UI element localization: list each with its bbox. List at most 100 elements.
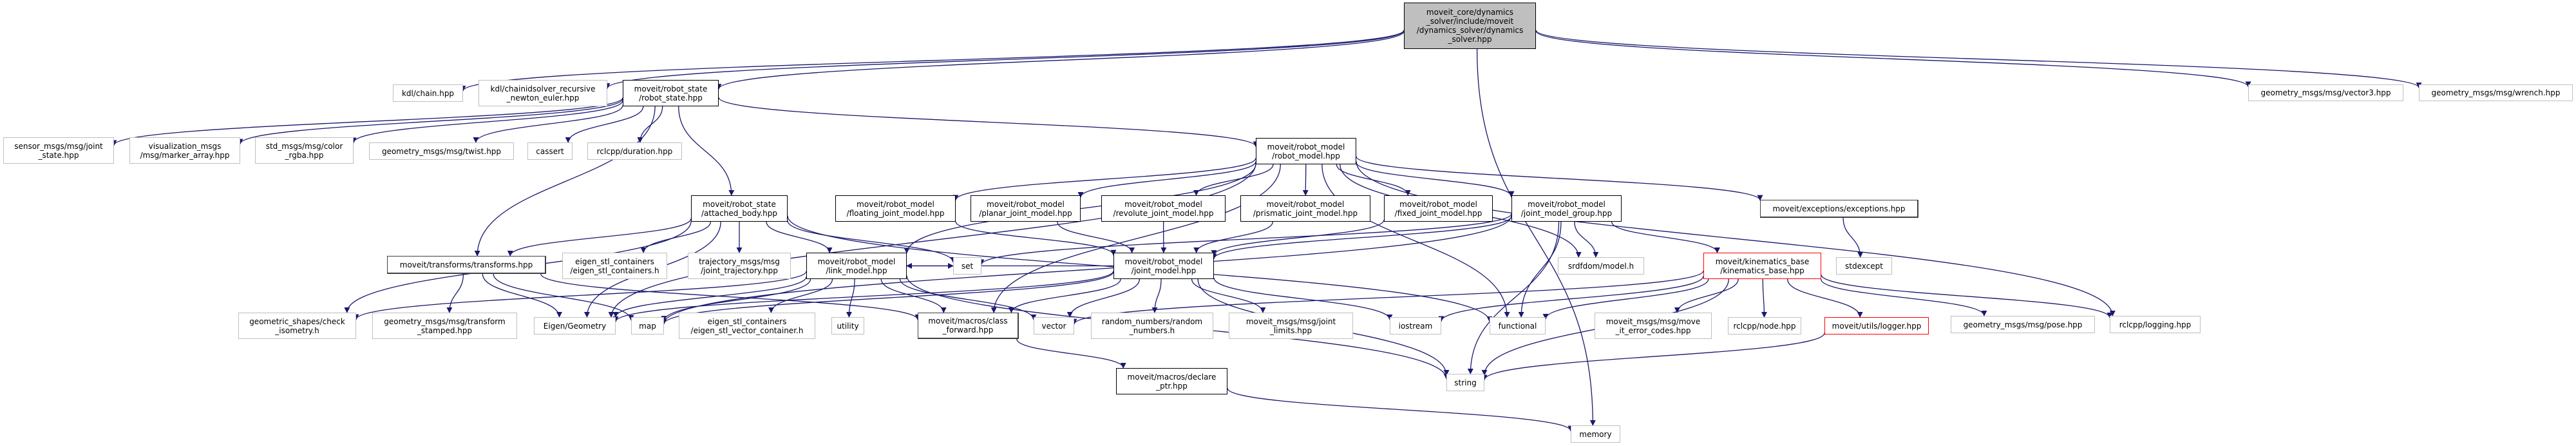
graph-node-eigen-geometry[interactable]: Eigen/Geometry xyxy=(534,317,616,334)
edge-fixed-to-joint_model xyxy=(1211,219,1385,257)
graph-node-cassert[interactable]: cassert xyxy=(527,142,573,160)
graph-node-vector[interactable]: vector xyxy=(1034,317,1074,334)
graph-node-joint-trajectory[interactable]: trajectory_msgs/msg /joint_trajectory.hp… xyxy=(688,253,791,279)
edge-kinematics_base-to-iostream xyxy=(1438,276,1704,322)
node-label: kdl/chain.hpp xyxy=(401,88,455,98)
edge-attached_body-to-link_model xyxy=(766,221,833,253)
graph-node-check-isometry[interactable]: geometric_shapes/check _isometry.h xyxy=(238,313,356,339)
graph-node-joint-model[interactable]: moveit/robot_model /joint_model.hpp xyxy=(1113,253,1214,279)
node-label: moveit/robot_model /fixed_joint_model.hp… xyxy=(1394,199,1482,218)
node-label: geometry_msgs/msg/vector3.hpp xyxy=(2260,88,2391,97)
node-label: moveit/robot_model /joint_model.hpp xyxy=(1124,257,1203,275)
graph-node-class-forward[interactable]: moveit/macros/class _forward.hpp xyxy=(918,313,1019,339)
edge-robot_state-to-std_color xyxy=(350,100,623,144)
edge-transforms-to-transform_stamped xyxy=(446,273,464,313)
graph-node-marker-array[interactable]: visualization_msgs /msg/marker_array.hpp xyxy=(129,137,240,164)
graph-node-revolute-joint-model[interactable]: moveit/robot_model /revolute_joint_model… xyxy=(1101,195,1226,222)
node-label: visualization_msgs /msg/marker_array.hpp xyxy=(140,141,230,160)
graph-node-planar-joint-model[interactable]: moveit/robot_model /planar_joint_model.h… xyxy=(971,195,1081,222)
graph-node-memory[interactable]: memory xyxy=(1571,425,1620,443)
graph-node-floating-joint-model[interactable]: moveit/robot_model /floating_joint_model… xyxy=(835,195,956,222)
graph-node-kinematics-base[interactable]: moveit/kinematics_base /kinematics_base.… xyxy=(1703,253,1821,279)
edge-jmg-to-joint_model xyxy=(1211,216,1512,260)
graph-node-utility[interactable]: utility xyxy=(831,317,864,334)
node-label: moveit/robot_model /revolute_joint_model… xyxy=(1113,199,1214,218)
graph-node-link-model[interactable]: moveit/robot_model /link_model.hpp xyxy=(806,253,907,279)
graph-node-transforms[interactable]: moveit/transforms/transforms.hpp xyxy=(387,256,546,274)
graph-node-joint-limits[interactable]: moveit_msgs/msg/joint _limits.hpp xyxy=(1229,313,1353,339)
edge-jmg-to-map xyxy=(661,215,1512,325)
node-label: geometric_shapes/check _isometry.h xyxy=(249,316,345,335)
graph-node-wrench[interactable]: geometry_msgs/msg/wrench.hpp xyxy=(2419,84,2573,101)
graph-node-declare-ptr[interactable]: moveit/macros/declare _ptr.hpp xyxy=(1116,368,1227,394)
graph-node-kdl-chain[interactable]: kdl/chain.hpp xyxy=(393,84,463,102)
node-label: geometry_msgs/msg/wrench.hpp xyxy=(2431,88,2561,97)
node-label: kdl/chainidsolver_recursive _newton_eule… xyxy=(490,84,596,102)
edge-robot_model-to-floating xyxy=(952,158,1256,201)
graph-node-map[interactable]: map xyxy=(631,317,664,334)
graph-node-srdfdom-model[interactable]: srdfdom/model.h xyxy=(1558,257,1644,275)
edge-robot_state-to-twist xyxy=(473,105,623,143)
node-label: moveit/robot_model /planar_joint_model.h… xyxy=(979,199,1072,218)
graph-node-functional[interactable]: functional xyxy=(1490,317,1546,334)
node-label: random_numbers/random _numbers.h xyxy=(1101,316,1203,335)
graph-node-rclcpp-logging[interactable]: rclcpp/logging.hpp xyxy=(2110,316,2201,333)
node-label: moveit/kinematics_base /kinematics_base.… xyxy=(1715,257,1810,275)
edge-attached_body-to-set xyxy=(787,220,956,263)
graph-node-root-dynamics-solver[interactable]: moveit_core/dynamics _solver/include/mov… xyxy=(1404,3,1536,49)
graph-node-vector3[interactable]: geometry_msgs/msg/vector3.hpp xyxy=(2248,84,2403,101)
node-label: vector xyxy=(1041,321,1066,331)
edge-joint_model-to-iostream xyxy=(1213,277,1393,320)
graph-node-twist[interactable]: geometry_msgs/msg/twist.hpp xyxy=(369,142,514,160)
edge-kinematics_base-to-node xyxy=(1761,278,1767,318)
graph-node-transform-stamped[interactable]: geometry_msgs/msg/transform _stamped.hpp xyxy=(372,313,517,339)
edge-kinematics_base-to-functional xyxy=(1542,278,1709,320)
edge-kinematics_base-to-logger xyxy=(1786,278,1863,318)
node-label: moveit_msgs/msg/move _it_error_codes.hpp xyxy=(1605,316,1701,335)
graph-node-set[interactable]: set xyxy=(953,257,981,275)
edge-joint_model-to-joint_limits xyxy=(1191,278,1266,313)
graph-node-rclcpp-duration[interactable]: rclcpp/duration.hpp xyxy=(587,142,682,160)
graph-node-sensor-joint-state[interactable]: sensor_msgs/msg/joint _state.hpp xyxy=(3,137,114,164)
graph-node-logger[interactable]: moveit/utils/logger.hpp xyxy=(1824,317,1929,334)
graph-node-rclcpp-node[interactable]: rclcpp/node.hpp xyxy=(1728,317,1801,334)
graph-node-move-it-error-codes[interactable]: moveit_msgs/msg/move _it_error_codes.hpp xyxy=(1595,313,1712,339)
graph-node-prismatic-joint-model[interactable]: moveit/robot_model /prismatic_joint_mode… xyxy=(1240,195,1370,222)
node-label: moveit_core/dynamics _solver/include/mov… xyxy=(1416,8,1524,44)
graph-node-attached-body[interactable]: moveit/robot_state /attached_body.hpp xyxy=(691,195,788,222)
graph-node-joint-model-group[interactable]: moveit/robot_model /joint_model_group.hp… xyxy=(1511,195,1622,222)
graph-node-eigen-vector-container[interactable]: eigen_stl_containers /eigen_stl_vector_c… xyxy=(679,313,815,339)
edge-kinematics_base-to-logging xyxy=(1821,274,2113,318)
node-label: memory xyxy=(1579,429,1612,439)
graph-node-exceptions[interactable]: moveit/exceptions/exceptions.hpp xyxy=(1760,200,1918,218)
graph-node-string[interactable]: string xyxy=(1446,374,1484,391)
edge-link_model-to-eigen_geom xyxy=(612,276,807,318)
node-label: moveit/exceptions/exceptions.hpp xyxy=(1772,204,1906,213)
edge-robot_model-to-functional xyxy=(1321,164,1510,318)
graph-node-pose[interactable]: geometry_msgs/msg/pose.hpp xyxy=(1951,316,2095,333)
graph-node-fixed-joint-model[interactable]: moveit/robot_model /fixed_joint_model.hp… xyxy=(1384,195,1493,222)
edge-root-to-memory xyxy=(1476,48,1596,426)
edge-robot_model-to-revolute xyxy=(1193,164,1274,196)
node-label: geometry_msgs/msg/pose.hpp xyxy=(1963,320,2083,329)
node-label: moveit/macros/class _forward.hpp xyxy=(928,316,1008,334)
graph-node-kdl-chainidsolver[interactable]: kdl/chainidsolver_recursive _newton_eule… xyxy=(478,80,607,106)
node-label: moveit_msgs/msg/joint _limits.hpp xyxy=(1245,316,1336,335)
graph-node-robot-state[interactable]: moveit/robot_state /robot_state.hpp xyxy=(623,80,719,106)
node-label: map xyxy=(639,321,656,331)
edge-prismatic-to-joint_model xyxy=(1193,221,1273,253)
graph-node-robot-model[interactable]: moveit/robot_model /robot_model.hpp xyxy=(1256,138,1356,164)
graph-node-color-rgba[interactable]: std_msgs/msg/color _rgba.hpp xyxy=(255,137,354,164)
edge-root-to-kdl_crne xyxy=(604,30,1405,90)
graph-node-random-numbers[interactable]: random_numbers/random _numbers.h xyxy=(1091,313,1213,339)
edge-robot_model-to-planar xyxy=(1077,161,1256,198)
edge-root-to-kdl_chain xyxy=(460,30,1405,92)
edge-class_fwd-to-declare_ptr xyxy=(1016,338,1126,369)
graph-node-iostream[interactable]: iostream xyxy=(1390,317,1441,334)
edge-robot_state-to-cassert xyxy=(565,106,644,143)
graph-node-stdexcept[interactable]: stdexcept xyxy=(1836,257,1892,275)
graph-node-eigen-stl-containers[interactable]: eigen_stl_containers /eigen_stl_containe… xyxy=(562,253,667,279)
edge-attached_body-to-eigen_stl_cont xyxy=(640,221,712,253)
edge-transforms-to-eigen_geom xyxy=(482,273,562,318)
